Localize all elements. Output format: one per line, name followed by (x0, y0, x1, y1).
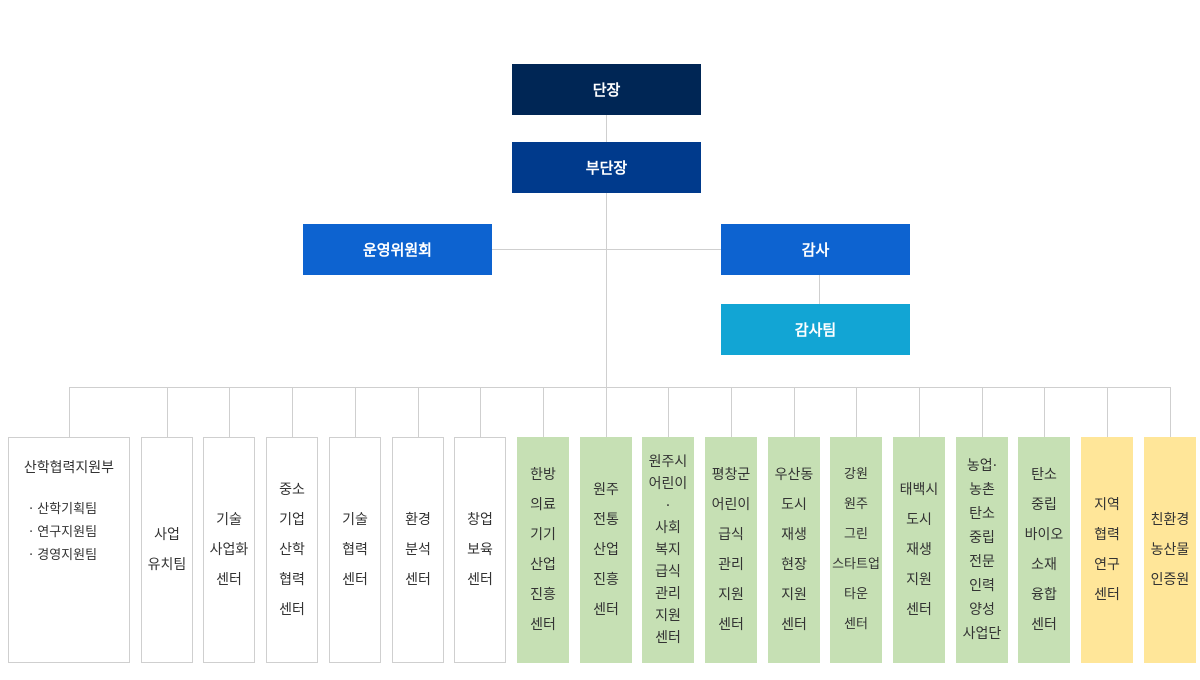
drop-line (292, 387, 293, 437)
unit-label: 환경 분석 센터 (405, 512, 431, 588)
drop-line (794, 387, 795, 437)
unit-label: 탄소 중립 바이오 소재 융합 센터 (1024, 467, 1064, 633)
drop-line (856, 387, 857, 437)
drop-line (1170, 387, 1171, 437)
unit-box[interactable]: 탄소 중립 바이오 소재 융합 센터 (1018, 437, 1070, 663)
unit-box[interactable]: 기술 협력 센터 (329, 437, 381, 663)
unit-box[interactable]: 태백시 도시 재생 지원 센터 (893, 437, 945, 663)
unit-box[interactable]: 평창군 어린이 급식 관리 지원 센터 (705, 437, 757, 663)
drop-line (355, 387, 356, 437)
drop-line (606, 387, 607, 437)
drop-line (69, 387, 70, 437)
director-label: 단장 (592, 81, 621, 99)
director-box[interactable]: 단장 (512, 64, 701, 115)
drop-line (418, 387, 419, 437)
drop-line (543, 387, 544, 437)
unit-box[interactable]: 우산동 도시 재생 현장 지원 센터 (768, 437, 820, 663)
audit-label: 감사 (801, 241, 830, 259)
unit-box[interactable]: 지역 협력 연구 센터 (1081, 437, 1133, 663)
drop-line (919, 387, 920, 437)
committee-box[interactable]: 운영위원회 (303, 224, 492, 275)
drop-line (1107, 387, 1108, 437)
unit-label: 기술 사업화 센터 (209, 512, 249, 588)
unit-box[interactable]: 원주시 어린이 · 사회 복지 급식 관리 지원 센터 (642, 437, 694, 663)
unit-box[interactable]: 강원 원주 그린 스타트업 타운 센터 (830, 437, 882, 663)
committee-audit-line (492, 249, 721, 250)
unit-label: 태백시 도시 재생 지원 센터 (899, 482, 939, 618)
drop-line (668, 387, 669, 437)
unit-box[interactable]: 원주 전통 산업 진흥 센터 (580, 437, 632, 663)
bottom-bus-line (69, 387, 1171, 388)
unit-label: 강원 원주 그린 스타트업 타운 센터 (832, 467, 880, 632)
audit-team-line (819, 274, 820, 304)
unit-label: 친환경 농산물 인증원 (1150, 512, 1190, 588)
unit-label: 기술 협력 센터 (342, 512, 368, 588)
unit-label: 지역 협력 연구 센터 (1094, 497, 1120, 603)
drop-line (731, 387, 732, 437)
unit-label: 사업 유치팀 (147, 527, 187, 573)
unit-label: 중소 기업 산학 협력 센터 (279, 482, 305, 618)
unit-label: 농업· 농촌 탄소 중립 전문 인력 양성 사업단 (962, 458, 1002, 642)
audit-team-label: 감사팀 (794, 321, 837, 339)
drop-line (1044, 387, 1045, 437)
vice-director-label: 부단장 (585, 159, 628, 177)
trunk-line (606, 115, 607, 387)
unit-box[interactable]: 한방 의료 기기 산업 진흥 센터 (517, 437, 569, 663)
department-team-list: 산학기획팀 연구지원팀 경영지원팀 (29, 498, 129, 567)
drop-line (480, 387, 481, 437)
unit-box[interactable]: 환경 분석 센터 (392, 437, 444, 663)
unit-label: 한방 의료 기기 산업 진흥 센터 (530, 467, 556, 633)
department-box[interactable]: 산학협력지원부 산학기획팀 연구지원팀 경영지원팀 (8, 437, 130, 663)
unit-box[interactable]: 사업 유치팀 (141, 437, 193, 663)
unit-box[interactable]: 중소 기업 산학 협력 센터 (266, 437, 318, 663)
audit-team-box[interactable]: 감사팀 (721, 304, 910, 355)
unit-box[interactable]: 친환경 농산물 인증원 (1144, 437, 1196, 663)
drop-line (982, 387, 983, 437)
unit-label: 원주 전통 산업 진흥 센터 (593, 482, 619, 618)
unit-box[interactable]: 농업· 농촌 탄소 중립 전문 인력 양성 사업단 (956, 437, 1008, 663)
unit-box[interactable]: 기술 사업화 센터 (203, 437, 255, 663)
audit-box[interactable]: 감사 (721, 224, 910, 275)
team-item: 경영지원팀 (29, 544, 129, 567)
team-item: 산학기획팀 (29, 498, 129, 521)
drop-line (167, 387, 168, 437)
unit-label: 창업 보육 센터 (467, 512, 493, 588)
unit-label: 원주시 어린이 · 사회 복지 급식 관리 지원 센터 (648, 454, 688, 646)
vice-director-box[interactable]: 부단장 (512, 142, 701, 193)
unit-box[interactable]: 창업 보육 센터 (454, 437, 506, 663)
unit-label: 우산동 도시 재생 현장 지원 센터 (774, 467, 814, 633)
department-title: 산학협력지원부 (23, 460, 115, 476)
drop-line (229, 387, 230, 437)
committee-label: 운영위원회 (362, 241, 432, 259)
unit-label: 평창군 어린이 급식 관리 지원 센터 (711, 467, 751, 633)
team-item: 연구지원팀 (29, 521, 129, 544)
